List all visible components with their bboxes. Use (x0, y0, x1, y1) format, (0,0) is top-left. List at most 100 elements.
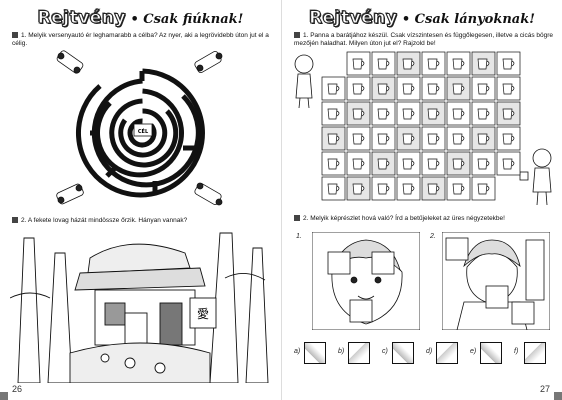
tree-trunk (245, 247, 269, 383)
cup-icon (327, 158, 340, 170)
left-task-2-text: 2. A fekete lovag házát mindössze őrzik.… (21, 217, 188, 224)
picture-piece (304, 342, 326, 364)
cup-icon (327, 133, 340, 145)
forest-house-illustration: 愛 (10, 232, 269, 383)
cup-icon (427, 108, 440, 120)
left-page: Rejtvény • Csak fiúknak! 1. Melyik verse… (0, 7, 281, 400)
picture-piece (524, 342, 546, 364)
cup-icon (352, 83, 365, 95)
cup-icon (377, 158, 390, 170)
cup-icon (502, 83, 515, 95)
cup-icon (427, 83, 440, 95)
race-car-icon (194, 182, 223, 206)
cup-icon (377, 133, 390, 145)
cup-icon (427, 183, 440, 195)
answer-box (445, 237, 469, 261)
cup-icon (452, 183, 465, 195)
race-car-icon (56, 50, 84, 74)
picture-piece (436, 342, 458, 364)
piece-label: f) (514, 348, 519, 355)
tree-trunk (209, 232, 239, 383)
left-task-2: 2. A fekete lovag házát mindössze őrzik.… (12, 217, 274, 225)
cup-icon (402, 83, 415, 95)
left-title-separator: • (130, 12, 139, 27)
cup-icon (427, 58, 440, 70)
sign-glyph: 愛 (197, 307, 209, 321)
piece-label: e) (470, 348, 477, 355)
right-title: Rejtvény • Csak lányoknak! (282, 8, 562, 29)
girl-start-icon (294, 54, 314, 109)
answer-box (511, 301, 535, 325)
boy-goal-icon (519, 148, 552, 206)
left-task-1-text: 1. Melyik versenyautó ér leghamarabb a c… (12, 32, 269, 47)
cup-icon (352, 108, 365, 120)
piece-label: a) (294, 348, 301, 355)
left-corner-bar (0, 392, 8, 400)
right-title-separator: • (401, 12, 411, 27)
cup-icon (352, 158, 365, 170)
picture-2-label: 2. (430, 233, 436, 240)
right-title-word: Rejtvény (309, 8, 398, 29)
cup-icon (477, 158, 490, 170)
cup-icon (427, 133, 440, 145)
cup-icon (477, 183, 490, 195)
task-marker-icon (12, 32, 18, 39)
left-title-sub: Csak fiúknak! (143, 12, 244, 27)
cup-icon (452, 83, 465, 95)
cup-icon (477, 58, 490, 70)
maze-center-label: CÉL (138, 127, 149, 135)
race-car-icon (56, 183, 84, 205)
cup-icon (377, 183, 390, 195)
cup-icon (452, 108, 465, 120)
picture-piece (348, 342, 370, 364)
cup-icon (352, 58, 365, 70)
cup-icon (402, 133, 415, 145)
answer-box (371, 251, 395, 275)
right-task-2: 2. Melyik képrészlet hová való? Írd a be… (294, 215, 556, 223)
left-title-word: Rejtvény (37, 8, 127, 29)
cup-icon (502, 108, 515, 120)
cup-icon (427, 158, 440, 170)
task-marker-icon (12, 217, 18, 224)
race-car-icon (194, 51, 223, 73)
right-page-number: 27 (539, 384, 550, 394)
left-title: Rejtvény • Csak fiúknak! (0, 8, 281, 29)
puzzle-picture-1 (312, 232, 420, 330)
piece-label: b) (338, 348, 345, 355)
answer-box (485, 285, 509, 309)
picture-piece (480, 342, 502, 364)
cup-icon (377, 108, 390, 120)
cup-icon (502, 58, 515, 70)
right-task-1-text: 1. Panna a barátjához készül. Csak vízsz… (294, 32, 554, 47)
cup-icon (352, 133, 365, 145)
cup-icon (477, 108, 490, 120)
cup-icon (402, 183, 415, 195)
answer-box (349, 299, 373, 323)
cup-icon (502, 158, 515, 170)
maze-illustration: CÉL (56, 50, 223, 206)
cup-icon (502, 133, 515, 145)
right-page: Rejtvény • Csak lányoknak! 1. Panna a ba… (281, 0, 562, 400)
tree-trunk (17, 237, 41, 383)
cup-icon (327, 108, 340, 120)
cup-icon (352, 183, 365, 195)
cup-icon (452, 58, 465, 70)
answer-box (327, 251, 351, 275)
right-task-2-text: 2. Melyik képrészlet hová való? Írd a be… (303, 215, 505, 222)
cup-icon (402, 158, 415, 170)
cup-icon (402, 58, 415, 70)
right-task-1: 1. Panna a barátjához készül. Csak vízsz… (294, 32, 556, 48)
piece-label: c) (382, 348, 388, 355)
cup-grid (321, 51, 521, 201)
cup-icon (477, 83, 490, 95)
cup-icon (327, 183, 340, 195)
cup-icon (477, 133, 490, 145)
cup-icon (402, 108, 415, 120)
piece-label: d) (426, 348, 433, 355)
cup-icon (377, 83, 390, 95)
picture-1-label: 1. (296, 233, 302, 240)
cup-grid-puzzle (294, 51, 552, 206)
puzzle-picture-2 (442, 232, 550, 330)
task-marker-icon (294, 32, 300, 39)
cup-icon (452, 158, 465, 170)
